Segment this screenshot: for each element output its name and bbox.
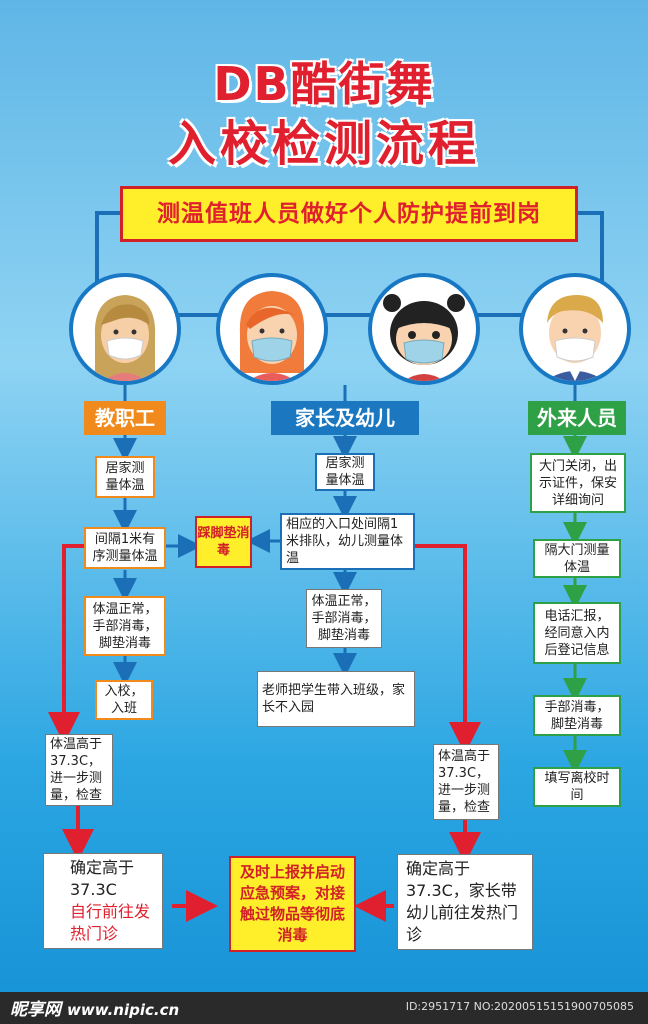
- staff-step-home-temp: 居家测量体温: [95, 456, 155, 498]
- staff-step-queue-temp: 间隔1米有序测量体温: [84, 527, 166, 569]
- staff-confirm-text: 确定高于37.3C: [70, 858, 135, 899]
- parents-children-label: 家长及幼儿: [271, 401, 419, 435]
- parents-high-temp: 体温高于37.3C，进一步测量，检查: [433, 744, 499, 820]
- staff-confirm-clinic: 自行前往发热门诊: [70, 902, 151, 943]
- parent-avatar-icon: [216, 273, 328, 385]
- parents-step-queue-temp: 相应的入口处间隔1米排队，幼儿测量体温: [280, 513, 415, 570]
- site-logo: 昵享网 www.nipic.cn: [10, 995, 179, 1020]
- staff-label: 教职工: [84, 401, 166, 435]
- site-url: www.nipic.cn: [67, 1001, 180, 1019]
- visitors-step-register: 电话汇报，经同意入内后登记信息: [533, 602, 621, 664]
- title-line-2: 入校检测流程: [167, 116, 480, 172]
- mat-disinfection-box: 踩脚垫消毒: [195, 516, 252, 568]
- parents-step-home-temp: 居家测量体温: [315, 453, 375, 491]
- title-line-1: DB酷街舞: [213, 57, 435, 111]
- staff-avatar-icon: [69, 273, 181, 385]
- child-avatar-icon: [368, 273, 480, 385]
- visitors-step-leave-time: 填写离校时间: [533, 767, 621, 807]
- staff-step-enter-class: 入校，入班: [95, 680, 153, 720]
- parents-confirm-box: 确定高于37.3C，家长带幼儿前往发热门诊: [397, 854, 533, 950]
- staff-step-disinfect: 体温正常，手部消毒，脚垫消毒: [84, 596, 166, 656]
- staff-confirm-box: 确定高于37.3C 自行前往发热门诊: [43, 853, 163, 949]
- visitors-step-gate-check: 大门关闭，出示证件，保安详细询问: [530, 453, 626, 513]
- visitor-avatar-icon: [519, 273, 631, 385]
- visitors-step-gate-temp: 隔大门测量体温: [533, 539, 621, 578]
- staff-high-temp: 体温高于37.3C，进一步测量，检查: [45, 734, 113, 806]
- duty-staff-banner: 测温值班人员做好个人防护提前到岗: [120, 186, 578, 242]
- parents-step-disinfect: 体温正常，手部消毒，脚垫消毒: [306, 589, 382, 648]
- logo-text: 昵享网: [10, 1000, 61, 1020]
- parents-step-enter-class: 老师把学生带入班级，家长不入园: [257, 671, 415, 727]
- visitors-step-disinfect: 手部消毒，脚垫消毒: [533, 695, 621, 736]
- image-id-text: ID:2951717 NO:20200515151900705085: [405, 1000, 634, 1013]
- visitors-label: 外来人员: [528, 401, 626, 435]
- emergency-response-box: 及时上报并启动应急预案，对接触过物品等彻底消毒: [229, 856, 356, 952]
- footer-bar: [0, 992, 648, 1024]
